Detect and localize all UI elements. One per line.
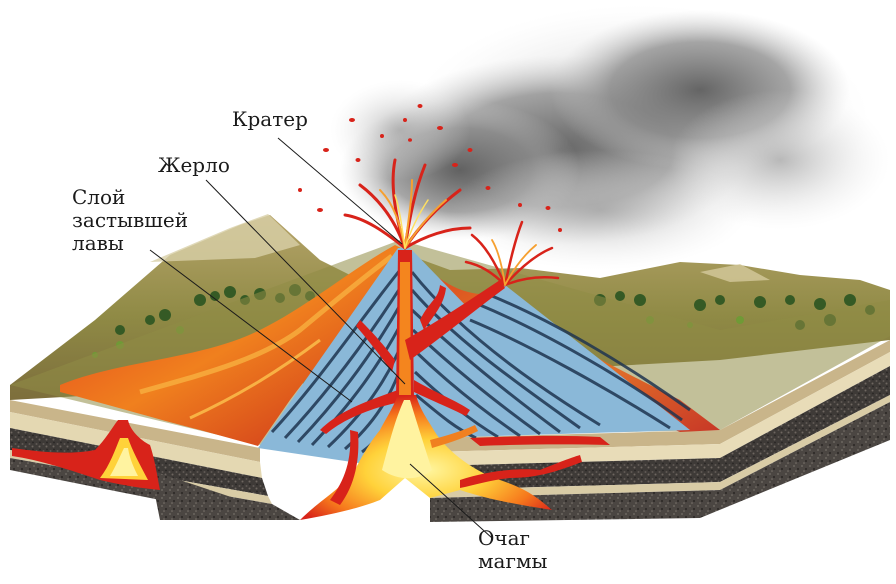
lava-layer-label-line-3: лавы <box>72 231 124 255</box>
lava-layer-label: Слой застывшей лавы <box>72 186 188 255</box>
lava-sill-right <box>470 435 610 446</box>
lava-layer-label-line-1: Слой <box>72 185 126 209</box>
eruption-main <box>343 158 472 250</box>
vent-leader <box>205 179 406 385</box>
magma-conduits <box>320 250 505 434</box>
crater-leader <box>277 137 403 245</box>
vent-label-text: Жерло <box>158 153 230 177</box>
magma-chamber-label-line-2: магмы <box>478 549 548 573</box>
smoke-cloud <box>330 5 890 270</box>
crater-label: Кратер <box>232 108 308 131</box>
magma-chamber-leader <box>409 463 493 539</box>
magma-chamber-label-line-1: Очаг <box>478 526 531 550</box>
magma-chamber <box>300 395 582 520</box>
eruption-secondary <box>464 220 560 287</box>
vent-label: Жерло <box>158 154 230 177</box>
lava-layer-leader <box>149 249 353 403</box>
magma-chamber-label: Очаг магмы <box>478 527 547 573</box>
leader-lines <box>149 137 493 539</box>
lava-pocket-left <box>12 420 160 490</box>
crater-label-text: Кратер <box>232 107 308 131</box>
lava-layer-label-line-2: застывшей <box>72 208 189 232</box>
lava-bombs <box>298 104 562 232</box>
